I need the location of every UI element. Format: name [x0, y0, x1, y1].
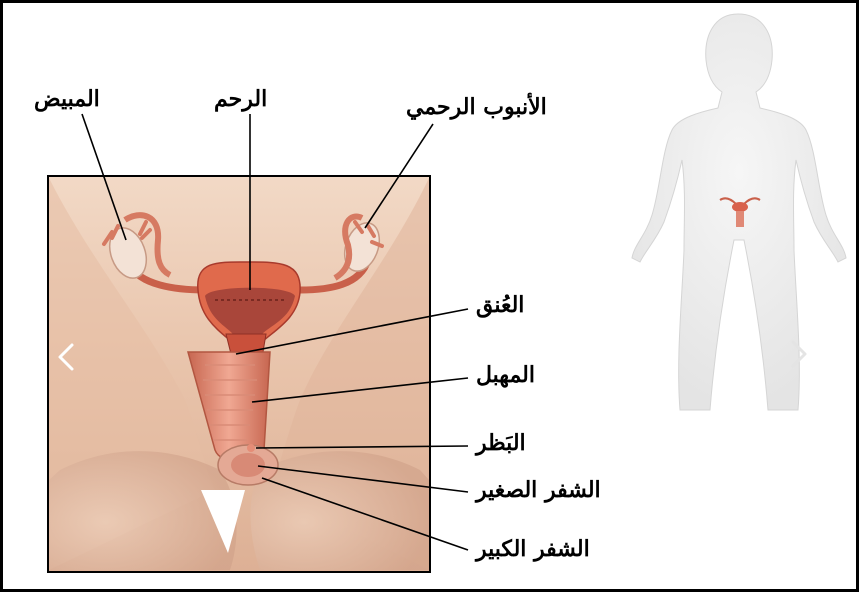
label-ovary: المبيض [34, 88, 100, 110]
label-cervix: العُنق [476, 294, 524, 316]
label-fallopian-tube: الأنبوب الرحمي [406, 96, 547, 118]
label-clitoris: البَظر [476, 432, 526, 454]
label-labia-majora: الشفر الكبير [476, 538, 590, 560]
label-vagina: المهبل [476, 364, 535, 386]
label-labia-minora: الشفر الصغير [476, 479, 601, 501]
prev-button[interactable] [48, 332, 82, 382]
anatomy-illustration [48, 176, 430, 572]
label-uterus: الرحم [214, 88, 267, 110]
next-button[interactable] [782, 330, 816, 380]
